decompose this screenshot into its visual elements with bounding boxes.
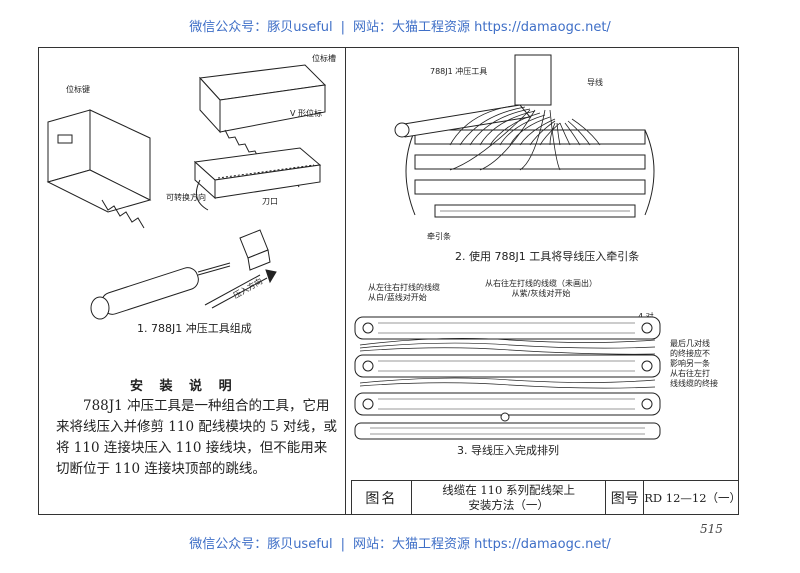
label-blade: 刀口 <box>262 197 278 206</box>
wire-paths <box>359 337 656 389</box>
title-block-number-value: RD 12—12（一） <box>644 491 742 505</box>
blade-part <box>193 147 322 200</box>
figure1-caption: 1. 788J1 冲压工具组成 <box>137 322 252 335</box>
watermark-separator-bottom: | <box>340 537 346 552</box>
watermark-wechat: 微信公众号：豚贝useful <box>189 20 333 35</box>
label-right-note: 从右往左打线的线缆（未画出） 从紫/灰线对开始 <box>485 279 597 298</box>
figure3-caption: 3. 导线压入完成排列 <box>457 444 559 457</box>
watermark-site: 网站：大猫工程资源 https://damaogc.net/ <box>353 20 611 35</box>
label-wire: 导线 <box>587 78 603 87</box>
instructions-text: 788J1 冲压工具是一种组合的工具，它用来将线压入并修剪 110 配线模块的 … <box>56 398 338 477</box>
instructions-title: 安 装 说 明 <box>130 379 238 394</box>
tool-parts-illustration <box>46 64 327 320</box>
wire-bundle <box>449 104 601 171</box>
title-block: 图名 线缆在 110 系列配线架上 安装方法（一） 图号 RD 12—12（一） <box>351 480 742 515</box>
title-block-name-line1: 线缆在 110 系列配线架上 <box>442 483 575 497</box>
label-position-slot: 位标槽 <box>312 54 336 63</box>
press-direction-arrow <box>204 269 277 309</box>
watermark-wechat-bottom: 微信公众号：豚贝useful <box>189 537 333 552</box>
position-slot-part <box>198 64 327 188</box>
label-strip: 牵引条 <box>427 232 451 241</box>
label-v-mark: V 形位标 <box>290 109 323 118</box>
figure2-caption: 2. 使用 788J1 工具将导线压入牵引条 <box>455 250 640 263</box>
label-tool: 788J1 冲压工具 <box>430 67 488 76</box>
title-block-number-label: 图号 <box>606 481 645 515</box>
label-left-note: 从左往右打线的线缆 从白/蓝线对开始 <box>368 283 440 302</box>
page-number: 515 <box>700 522 723 536</box>
frame-divider <box>345 47 346 515</box>
position-key-part <box>46 109 152 229</box>
rotate-arrow <box>195 179 209 211</box>
title-block-name-label: 图名 <box>352 481 412 515</box>
drawing-frame <box>38 47 739 515</box>
watermark-top: 微信公众号：豚贝useful | 网站：大猫工程资源 https://damaogc… <box>0 16 800 35</box>
label-rotatable: 可转换方向 <box>166 193 206 202</box>
wire-pressing-illustration <box>394 54 655 218</box>
watermark-site-bottom: 网站：大猫工程资源 https://damaogc.net/ <box>353 537 611 552</box>
wire-arrangement-illustration <box>354 316 661 440</box>
punch-tool <box>90 229 271 320</box>
label-side-note: 最后几对线 的终接应不 影响另一条 从右往左打 线线缆的终接 <box>670 339 718 388</box>
watermark-separator: | <box>340 20 346 35</box>
title-block-name-line2: 安装方法（一） <box>468 498 549 512</box>
label-position-key: 位标键 <box>66 85 90 94</box>
watermark-bottom: 微信公众号：豚贝useful | 网站：大猫工程资源 https://damaogc… <box>0 533 800 552</box>
title-block-name-value: 线缆在 110 系列配线架上 安装方法（一） <box>412 481 607 515</box>
